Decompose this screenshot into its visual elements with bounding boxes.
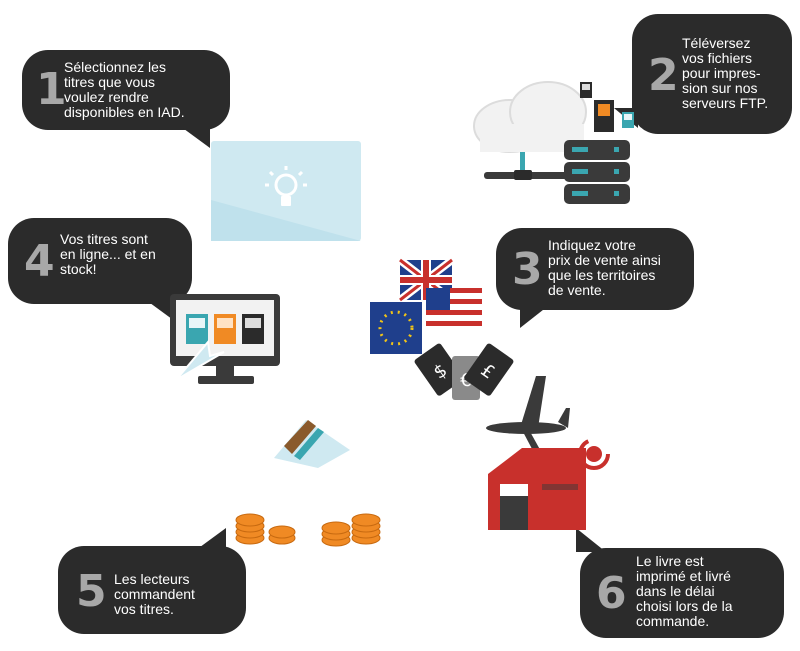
cloud-server-illustration bbox=[473, 81, 634, 204]
euro-tag-label: € bbox=[460, 370, 471, 391]
step-6-text: Le livre est imprimé et livré dans le dé… bbox=[636, 553, 733, 629]
step-2-bubble: 2 Téléversez vos fichiers pour impres- s… bbox=[632, 14, 792, 134]
step-5-tail bbox=[196, 528, 226, 550]
step-3-number: 3 bbox=[512, 244, 543, 295]
step-6-tail bbox=[576, 528, 606, 552]
server-icon bbox=[564, 140, 630, 204]
step-1-text: Sélectionnez les titres que vous voulez … bbox=[64, 59, 185, 120]
delivery-illustration bbox=[486, 376, 610, 530]
step-5-text: Les lecteurs commandent vos titres. bbox=[114, 571, 195, 617]
refresh-icon bbox=[578, 438, 610, 470]
step-2-number: 2 bbox=[648, 50, 679, 101]
step-3-text: Indiquez votre prix de vente ainsi que l… bbox=[548, 237, 661, 298]
step-4-bubble: 4 Vos titres sont en ligne... et en stoc… bbox=[8, 218, 192, 304]
currency-flags-illustration: $ € £ bbox=[370, 256, 514, 400]
flag-eu-icon bbox=[370, 302, 422, 354]
cursor-icon bbox=[175, 339, 225, 381]
step-3-bubble: 3 Indiquez votre prix de vente ainsi que… bbox=[496, 228, 694, 310]
step-4-number: 4 bbox=[24, 236, 55, 287]
step-4-tail bbox=[146, 300, 176, 322]
step-1-number: 1 bbox=[36, 64, 67, 115]
step-6-number: 6 bbox=[596, 568, 627, 619]
flag-us-icon bbox=[426, 288, 482, 332]
monitor-illustration bbox=[170, 294, 280, 384]
step-1-bubble: 1 Sélectionnez les titres que vous voule… bbox=[22, 50, 230, 130]
book-icon bbox=[580, 82, 634, 132]
step-3-tail bbox=[520, 306, 548, 328]
step-1-tail bbox=[180, 126, 210, 148]
step-5-bubble: 5 Les lecteurs commandent vos titres. bbox=[58, 546, 246, 634]
step-6-bubble: 6 Le livre est imprimé et livré dans le … bbox=[580, 548, 784, 638]
step-4-text: Vos titres sont en ligne... et en stock! bbox=[60, 231, 156, 277]
credit-card-icon bbox=[274, 420, 350, 468]
warehouse-icon bbox=[488, 448, 586, 530]
coin-stack-icon bbox=[235, 513, 381, 547]
coin-stacks bbox=[235, 513, 381, 547]
step-5-number: 5 bbox=[76, 566, 107, 617]
lightbulb-panel bbox=[211, 141, 361, 241]
step-2-text: Téléversez vos fichiers pour impres- sio… bbox=[682, 35, 769, 111]
price-tag-icon: $ € £ bbox=[414, 343, 514, 400]
lightbulb-icon bbox=[265, 166, 307, 206]
